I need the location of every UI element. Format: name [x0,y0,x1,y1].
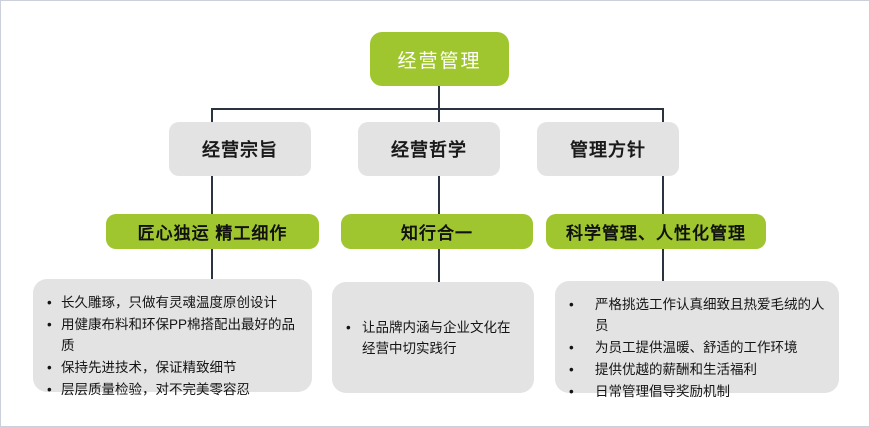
list-item: • 让品牌内涵与企业文化在经营中切实践行 [346,318,520,360]
list-item: • 长久雕琢，只做有灵魂温度原创设计 [47,293,298,314]
detail-list-3: • 严格挑选工作认真细致且热爱毛绒的人员 • 为员工提供温暖、舒适的工作环境 •… [569,295,825,403]
node-slogan-2-label: 知行合一 [401,224,473,243]
list-item-text: 日常管理倡导奖励机制 [595,383,730,399]
detail-list-1: • 长久雕琢，只做有灵魂温度原创设计 • 用健康布料和环保PP棉搭配出最好的品质… [47,293,298,401]
bullet-icon: • [346,320,351,335]
list-item-text: 保持先进技术，保证精致细节 [61,359,237,375]
list-item: • 用健康布料和环保PP棉搭配出最好的品质 [47,315,298,357]
connector-heading3-to-slogan3 [662,176,664,214]
list-item-text: 提供优越的薪酬和生活福利 [595,361,757,377]
node-heading-3[interactable]: 管理方针 [537,122,679,176]
list-item: • 保持先进技术，保证精致细节 [47,358,298,379]
panel-detail-1: • 长久雕琢，只做有灵魂温度原创设计 • 用健康布料和环保PP棉搭配出最好的品质… [33,279,312,397]
node-root-management[interactable]: 经营管理 [370,32,509,86]
bullet-icon: • [569,383,574,399]
node-root-label: 经营管理 [397,50,482,72]
node-slogan-3-label: 科学管理、人性化管理 [566,224,746,243]
node-heading-3-label: 管理方针 [570,140,646,160]
list-item-text: 层层质量检验，对不完美零容忍 [61,381,250,397]
node-heading-1-label: 经营宗旨 [202,140,278,160]
list-item-text: 长久雕琢，只做有灵魂温度原创设计 [61,295,277,310]
node-slogan-1-label: 匠心独运 精工细作 [137,224,288,243]
list-item-text: 用健康布料和环保PP棉搭配出最好的品质 [61,316,296,353]
list-item-text: 让品牌内涵与企业文化在经营中切实践行 [362,320,511,356]
node-slogan-1[interactable]: 匠心独运 精工细作 [106,214,319,249]
connector-drop-branch-3 [662,108,664,122]
panel-detail-2: • 让品牌内涵与企业文化在经营中切实践行 [332,282,534,393]
bullet-icon: • [47,359,52,375]
list-item: • 严格挑选工作认真细致且热爱毛绒的人员 [569,295,825,337]
list-item: • 日常管理倡导奖励机制 [569,382,825,403]
detail-list-2: • 让品牌内涵与企业文化在经营中切实践行 [346,318,520,360]
node-heading-2[interactable]: 经营哲学 [358,122,500,176]
node-heading-2-label: 经营哲学 [391,140,467,160]
list-item-text: 严格挑选工作认真细致且热爱毛绒的人员 [595,297,825,333]
list-item-text: 为员工提供温暖、舒适的工作环境 [595,339,798,355]
list-item: • 提供优越的薪酬和生活福利 [569,360,825,381]
bullet-icon: • [569,297,574,312]
connector-slogan2-to-panel2 [438,249,440,282]
connector-heading1-to-slogan1 [211,176,213,214]
bullet-icon: • [569,339,574,355]
connector-drop-branch-2 [438,108,440,122]
connector-slogan3-to-panel3 [662,249,664,281]
list-item: • 为员工提供温暖、舒适的工作环境 [569,338,825,359]
connector-drop-branch-1 [211,108,213,122]
bullet-icon: • [47,316,52,332]
bullet-icon: • [47,381,52,397]
connector-heading2-to-slogan2 [438,176,440,214]
bullet-icon: • [47,295,52,310]
bullet-icon: • [569,361,574,377]
list-item: • 层层质量检验，对不完美零容忍 [47,380,298,401]
node-heading-1[interactable]: 经营宗旨 [169,122,311,176]
connector-root-stem [438,86,440,109]
node-slogan-3[interactable]: 科学管理、人性化管理 [546,214,766,249]
connector-slogan1-to-panel1 [211,249,213,279]
node-slogan-2[interactable]: 知行合一 [341,214,533,249]
panel-detail-3: • 严格挑选工作认真细致且热爱毛绒的人员 • 为员工提供温暖、舒适的工作环境 •… [555,281,839,399]
